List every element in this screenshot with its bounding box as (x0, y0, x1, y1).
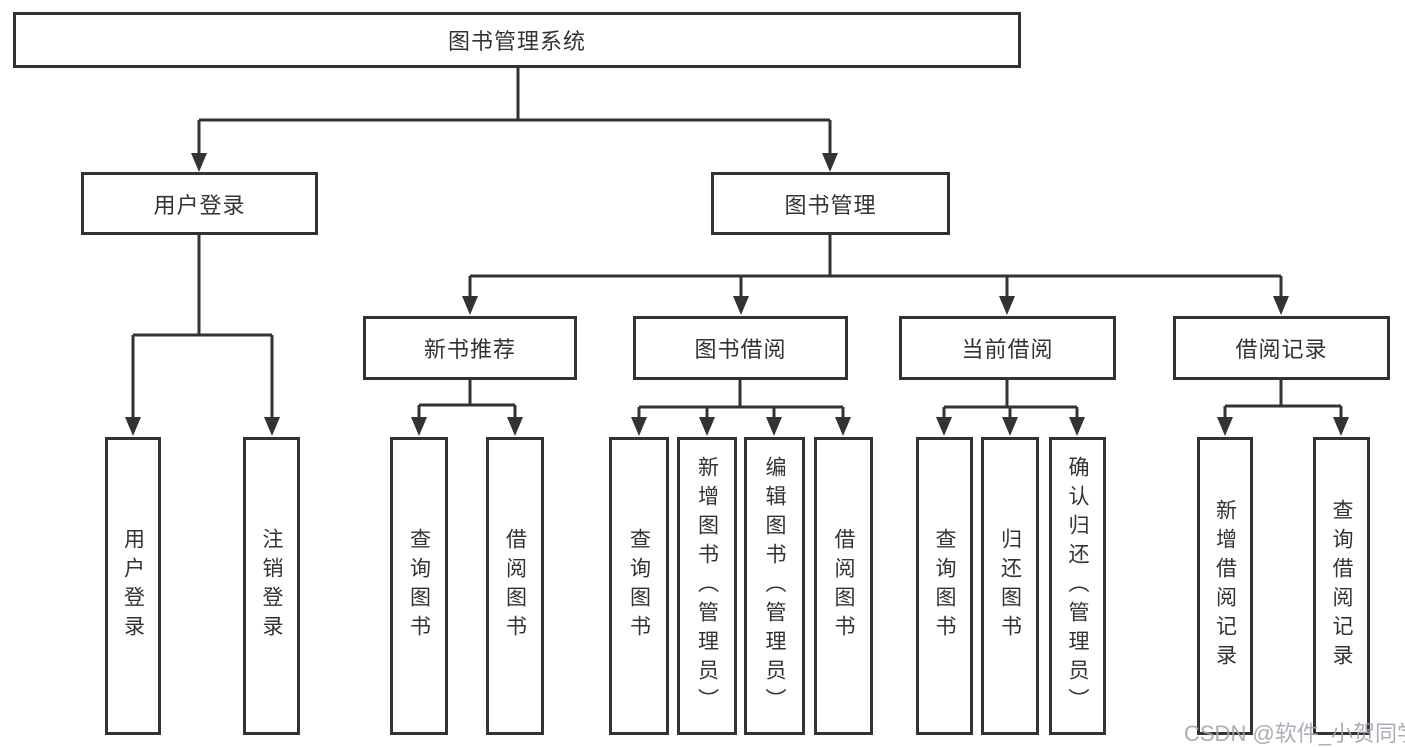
leaf-return-books: 归还图书 (981, 437, 1039, 735)
node-label: 用户登录 (153, 192, 246, 218)
node-label: 当前借阅 (961, 337, 1054, 362)
leaf-borrow-books: 借阅图书 (486, 437, 544, 735)
node-label: 查询图书 (627, 528, 651, 644)
leaf-edit-books-admin: 编辑图书（管理员） (744, 437, 805, 735)
node-label: 借阅图书 (832, 528, 855, 644)
leaf-add-borrow-record: 新增借阅记录 (1197, 437, 1253, 735)
node-label: 查询图书 (407, 528, 431, 644)
node-current-borrowing: 当前借阅 (899, 316, 1116, 380)
leaf-user-login: 用户登录 (105, 437, 161, 735)
node-label: 查询图书 (933, 528, 956, 644)
node-label: 新增借阅记录 (1213, 499, 1237, 673)
node-borrowing-records: 借阅记录 (1173, 316, 1390, 380)
node-label: 借阅图书 (503, 528, 527, 644)
node-label: 新增图书（管理员） (695, 455, 719, 717)
leaf-borrow-books: 借阅图书 (814, 437, 873, 735)
node-label: 借阅记录 (1235, 337, 1328, 362)
node-label: 用户登录 (121, 528, 145, 644)
node-label: 图书借阅 (694, 337, 787, 362)
leaf-query-books: 查询图书 (390, 437, 448, 735)
csdn-watermark: CSDN @软件_小贺同学 (1184, 721, 1405, 746)
leaf-confirm-return-admin: 确认归还（管理员） (1049, 437, 1106, 735)
node-label: 确认归还（管理员） (1066, 455, 1089, 717)
node-user-login: 用户登录 (81, 172, 318, 235)
node-label: 查询借阅记录 (1330, 499, 1353, 673)
node-library-management-system: 图书管理系统 (13, 12, 1021, 68)
node-label: 编辑图书（管理员） (763, 455, 786, 717)
leaf-query-books: 查询图书 (916, 437, 973, 735)
node-book-management: 图书管理 (711, 172, 950, 235)
node-new-book-recommendation: 新书推荐 (363, 316, 577, 380)
leaf-logout: 注销登录 (243, 437, 300, 735)
node-label: 图书管理 (784, 192, 877, 218)
node-label: 图书管理系统 (447, 29, 586, 54)
node-label: 归还图书 (998, 528, 1022, 644)
node-label: 新书推荐 (423, 337, 516, 362)
leaf-query-borrow-record: 查询借阅记录 (1313, 437, 1370, 735)
node-label: 注销登录 (260, 528, 283, 644)
leaf-query-books: 查询图书 (609, 437, 669, 735)
node-book-borrowing: 图书借阅 (633, 316, 848, 380)
leaf-add-books-admin: 新增图书（管理员） (677, 437, 737, 735)
